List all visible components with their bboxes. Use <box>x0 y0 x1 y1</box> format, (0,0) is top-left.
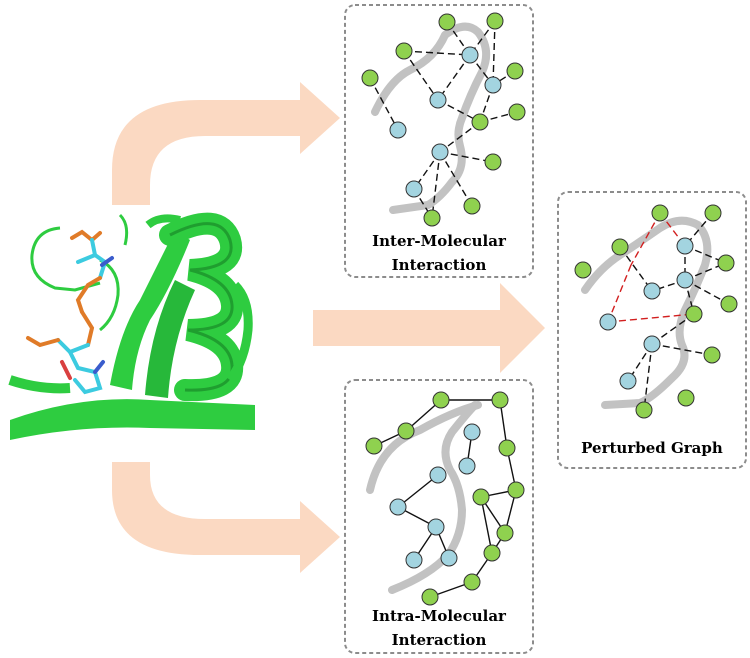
ligand-node <box>486 12 504 30</box>
protein-node <box>484 76 502 94</box>
perturbed-nodes <box>574 204 738 419</box>
perturbed-graph-label: Perturbed Graph <box>581 439 723 457</box>
protein-node <box>643 335 661 353</box>
ligand-node <box>471 113 489 131</box>
arrow-to-inter <box>112 82 340 205</box>
ligand-node <box>483 544 501 562</box>
ligand-node <box>423 209 441 227</box>
ligand-node <box>720 295 738 313</box>
ligand-node <box>507 481 525 499</box>
inter-label-line1: Inter-Molecular <box>372 232 507 250</box>
ligand-node <box>635 401 653 419</box>
protein-ligand-structure <box>8 212 255 440</box>
protein-node <box>619 372 637 390</box>
protein-node <box>461 46 479 64</box>
protein-node <box>427 518 445 536</box>
arrow-to-perturbed <box>313 283 545 373</box>
ligand-node <box>365 437 383 455</box>
ligand-node <box>395 42 413 60</box>
ligand-node <box>508 103 526 121</box>
ligand-node <box>498 439 516 457</box>
perturbed-graph-panel: Perturbed Graph <box>557 191 747 469</box>
inter-molecular-panel: Inter-Molecular Interaction <box>344 4 534 278</box>
protein-node <box>676 271 694 289</box>
protein-node <box>431 143 449 161</box>
intra-label-line2: Interaction <box>392 631 487 649</box>
ligand-node <box>685 305 703 323</box>
intra-molecular-panel: Intra-Molecular Interaction <box>344 379 534 654</box>
arrow-to-intra <box>112 462 340 573</box>
protein-node <box>643 282 661 300</box>
ligand-node <box>432 391 450 409</box>
ligand-node <box>717 254 735 272</box>
ligand-node <box>472 488 490 506</box>
ligand-node <box>438 13 456 31</box>
ligand-node <box>574 261 592 279</box>
ligand-node <box>463 573 481 591</box>
ligand-node <box>491 391 509 409</box>
inter-label-line2: Interaction <box>392 256 487 274</box>
protein-node <box>429 466 447 484</box>
protein-node <box>440 549 458 567</box>
ligand-node <box>397 422 415 440</box>
intra-label-line1: Intra-Molecular <box>372 607 507 625</box>
ligand-node <box>506 62 524 80</box>
protein-node <box>389 498 407 516</box>
protein-node <box>599 313 617 331</box>
ligand-node <box>361 69 379 87</box>
ligand-node <box>496 524 514 542</box>
protein-node <box>405 551 423 569</box>
ligand-node <box>677 389 695 407</box>
protein-node <box>463 423 481 441</box>
ligand-node <box>704 204 722 222</box>
ligand-node <box>463 197 481 215</box>
ligand-node <box>703 346 721 364</box>
protein-node <box>389 121 407 139</box>
ligand-node <box>611 238 629 256</box>
intra-nodes <box>365 391 525 606</box>
inter-nodes <box>361 12 526 227</box>
ligand-node <box>421 588 439 606</box>
protein-node <box>429 91 447 109</box>
ligand-node <box>484 153 502 171</box>
ligand-node <box>651 204 669 222</box>
protein-node <box>405 180 423 198</box>
protein-node <box>676 237 694 255</box>
protein-node <box>458 457 476 475</box>
